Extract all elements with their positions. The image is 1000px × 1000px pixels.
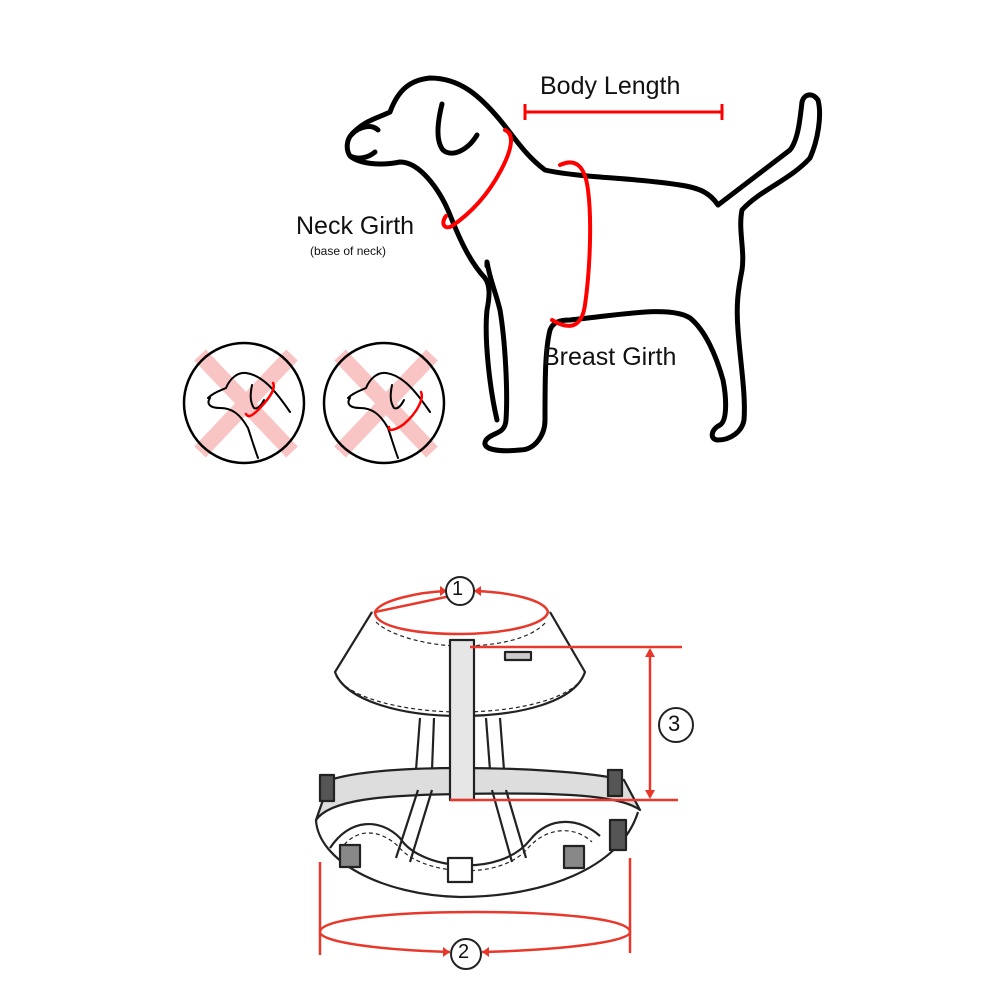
dog-outline [344, 75, 823, 454]
marker-3 [658, 707, 694, 743]
body-length-bar [523, 104, 724, 120]
wrong-example-1 [182, 341, 306, 465]
breast-girth-label: Breast Girth [543, 343, 677, 371]
marker-1-label: 1 [452, 578, 464, 600]
harness-length-measure [450, 645, 682, 802]
harness-chest-measure [318, 858, 632, 957]
marker-2-label: 2 [458, 941, 470, 963]
wrong-x-mark-icon [194, 349, 298, 458]
marker-1 [445, 576, 475, 606]
neck-girth-label: Neck Girth [296, 212, 415, 240]
wrong-x-mark-icon [334, 349, 438, 458]
breast-girth-arc [550, 160, 593, 328]
marker-3-label: 3 [668, 711, 681, 736]
wrong-example-2 [322, 341, 446, 465]
neck-girth-note: (base of neck) [310, 244, 387, 258]
marker-2 [450, 938, 482, 970]
harness-outline [314, 611, 642, 899]
body-length-label: Body Length [540, 72, 681, 100]
neck-girth-arc [441, 128, 513, 230]
harness-neck-measure [373, 586, 550, 636]
